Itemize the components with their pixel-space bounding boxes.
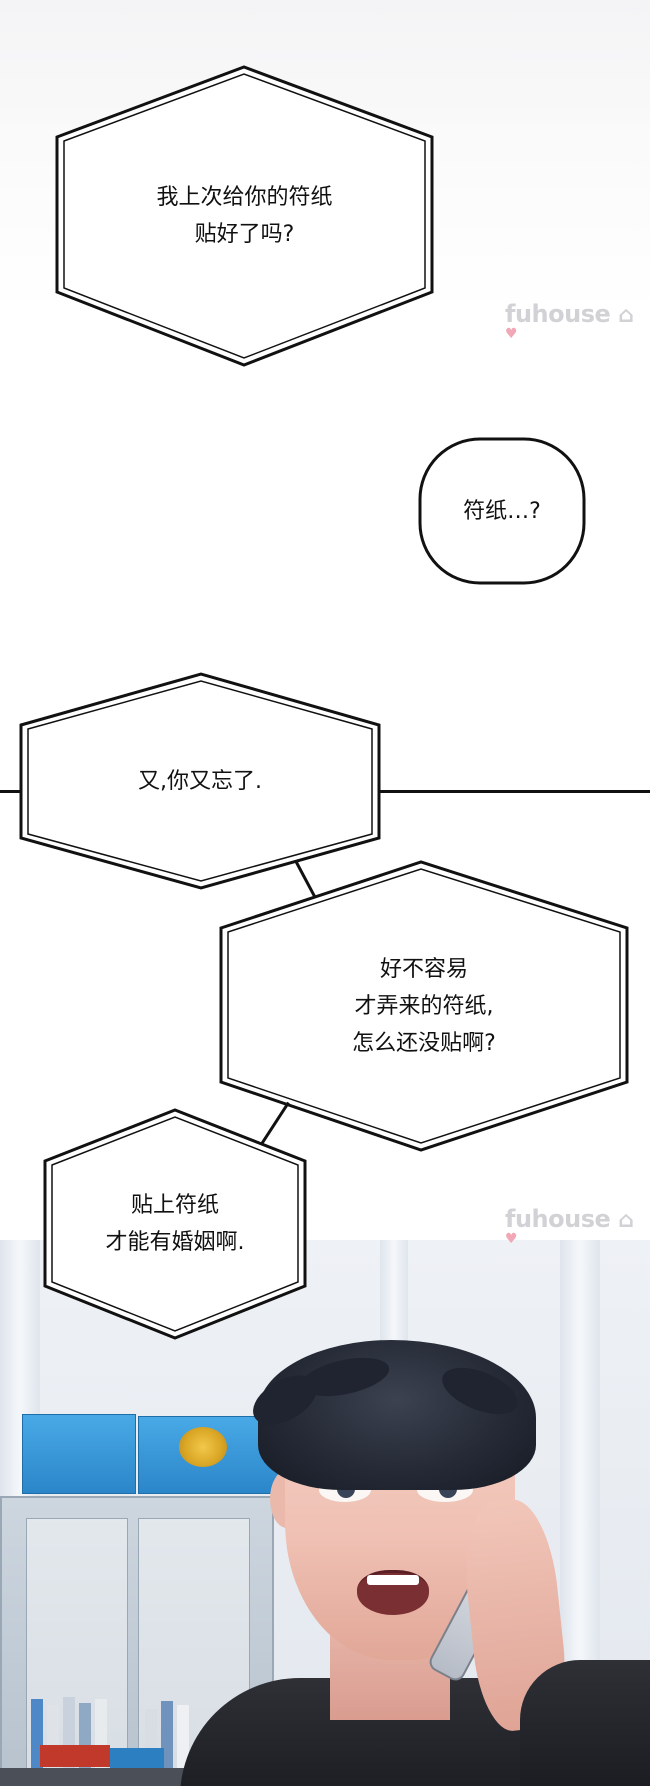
bubble-4-text: 好不容易 才弄来的符纸, 怎么还没贴啊? [216, 858, 632, 1154]
binder [177, 1705, 189, 1769]
character-mouth [357, 1570, 429, 1615]
speech-bubble-4: 好不容易 才弄来的符纸, 怎么还没贴啊? [216, 858, 632, 1154]
house-icon: ⌂ [618, 1208, 634, 1233]
hexagon-bubble-shape [55, 65, 434, 367]
house-icon: ⌂ [618, 303, 634, 328]
hexagon-bubble-shape [19, 672, 381, 890]
office-scene-illustration [0, 1240, 650, 1786]
bubble-2-line-1: 符纸…? [463, 498, 541, 524]
watermark: fuhouse ⌂ ♥ [505, 1205, 650, 1261]
bubble-2-text: 符纸…? [418, 437, 586, 585]
bubble-3-text: 又,你又忘了. [16, 670, 384, 892]
desk-item [40, 1745, 110, 1767]
bubble-3-line-1: 又,你又忘了. [138, 768, 262, 794]
binder [161, 1701, 173, 1769]
police-badge-icon [179, 1427, 227, 1467]
speech-bubble-1: 我上次给你的符纸 贴好了吗? [52, 62, 437, 370]
bubble-4-line-3: 怎么还没贴啊? [352, 1030, 496, 1056]
bubble-1-text: 我上次给你的符纸 贴好了吗? [52, 62, 437, 370]
character-hair [258, 1340, 536, 1490]
bubble-5-line-2: 才能有婚姻啊. [105, 1230, 245, 1255]
hexagon-bubble-shape [43, 1108, 307, 1340]
watermark-text: fuhouse [505, 300, 611, 328]
watermark: fuhouse ⌂ ♥ [505, 300, 650, 356]
rounded-bubble-shape [418, 437, 586, 585]
bubble-5-line-1: 贴上符纸 [130, 1193, 219, 1218]
character-teeth [367, 1575, 419, 1585]
bubble-4-line-1: 好不容易 [379, 956, 468, 982]
character-sleeve [520, 1660, 650, 1786]
watermark-text: fuhouse [505, 1205, 611, 1233]
storage-box [138, 1416, 280, 1494]
hexagon-bubble-shape [219, 860, 629, 1152]
cabinet-glass-door [26, 1518, 128, 1770]
bubble-1-line-1: 我上次给你的符纸 [156, 185, 333, 210]
storage-box [22, 1414, 136, 1494]
speech-bubble-5: 贴上符纸 才能有婚姻啊. [40, 1106, 310, 1342]
heart-icon: ♥ [505, 326, 518, 342]
desk-surface [0, 1768, 200, 1786]
heart-icon: ♥ [505, 1231, 518, 1247]
bubble-1-line-2: 贴好了吗? [194, 222, 295, 247]
desk-item [110, 1748, 164, 1768]
bubble-4-line-2: 才弄来的符纸, [354, 993, 494, 1019]
speech-bubble-3: 又,你又忘了. [16, 670, 384, 892]
bubble-5-text: 贴上符纸 才能有婚姻啊. [40, 1106, 310, 1342]
speech-bubble-2: 符纸…? [418, 437, 586, 585]
